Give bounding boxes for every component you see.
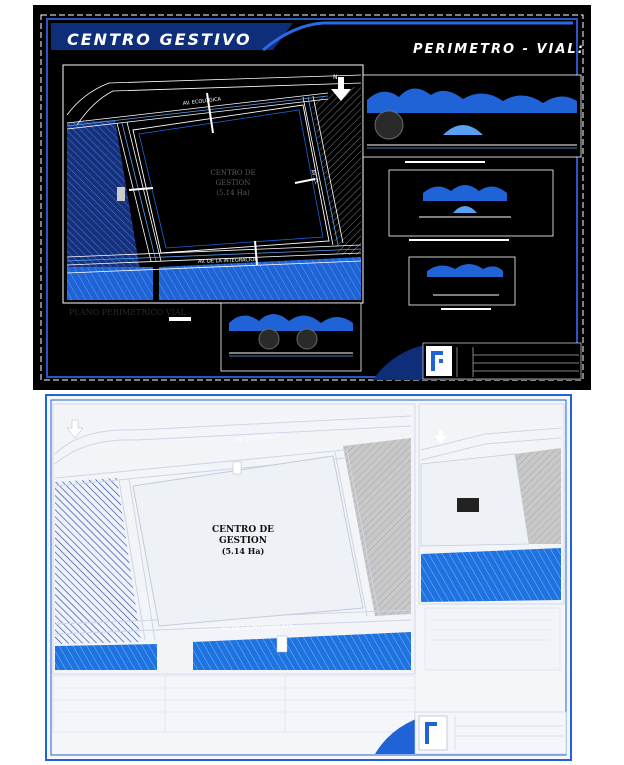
right-hatched-lot <box>343 438 411 616</box>
right-hatched-lot <box>311 85 361 255</box>
north-arrow-icon <box>435 430 447 444</box>
section-panel-1 <box>362 74 582 163</box>
sheet-title: CENTRO GESTIVO <box>67 30 252 49</box>
street-top-label: AV. ECOLOGICA <box>234 432 282 444</box>
north-arrow-icon: N <box>331 74 351 101</box>
dark-sheet-drawing: CENTRO GESTIVO PERIMETRO - VIAL: <box>40 14 585 381</box>
left-hatched-lot <box>55 478 141 644</box>
center-label-3: (5.14 Ha) <box>216 189 250 197</box>
central-lot <box>132 455 364 627</box>
bottom-left-water <box>55 644 157 670</box>
central-lot <box>132 104 330 254</box>
north-arrow-icon <box>66 419 84 439</box>
section-panel-4 <box>220 302 362 372</box>
logo-icon <box>426 346 452 376</box>
center-label-3: (5.14 Ha) <box>222 546 265 556</box>
legend-table <box>52 675 416 733</box>
center-label-1: CENTRO DE <box>212 525 274 535</box>
title-banner <box>51 23 293 50</box>
section-panel-3 <box>408 256 516 310</box>
plan-caption: PLANO PERIMETRICO VIAL <box>69 308 186 317</box>
logo-icon <box>418 715 448 751</box>
notes-area <box>424 607 561 671</box>
street-bottom-label: AV. DE LA INTEGRACION <box>198 257 259 265</box>
center-label-1: CENTRO DE <box>210 169 255 177</box>
center-label-2: GESTION <box>219 536 267 546</box>
sheet-subtitle: PERIMETRO - VIAL: <box>413 42 585 57</box>
street-right-label: AV. EL <box>309 169 319 185</box>
dark-drawing-sheet: CENTRO GESTIVO PERIMETRO - VIAL: <box>33 5 591 390</box>
bottom-water <box>193 632 411 670</box>
light-drawing-sheet: CENTRO DE GESTION (5.14 Ha) AV. ECOLOGIC… <box>45 394 572 761</box>
light-sheet-drawing: CENTRO DE GESTION (5.14 Ha) AV. ECOLOGIC… <box>45 394 572 761</box>
street-top-label: AV. ECOLOGICA <box>183 96 222 107</box>
street-bottom-label: AV. DE LA INTEGRACION <box>221 622 293 632</box>
bottom-water <box>159 257 361 300</box>
svg-text:N: N <box>333 74 338 81</box>
center-label-2: GESTION <box>216 179 251 187</box>
section-panel-2 <box>388 169 554 241</box>
bottom-left-water <box>67 267 153 300</box>
